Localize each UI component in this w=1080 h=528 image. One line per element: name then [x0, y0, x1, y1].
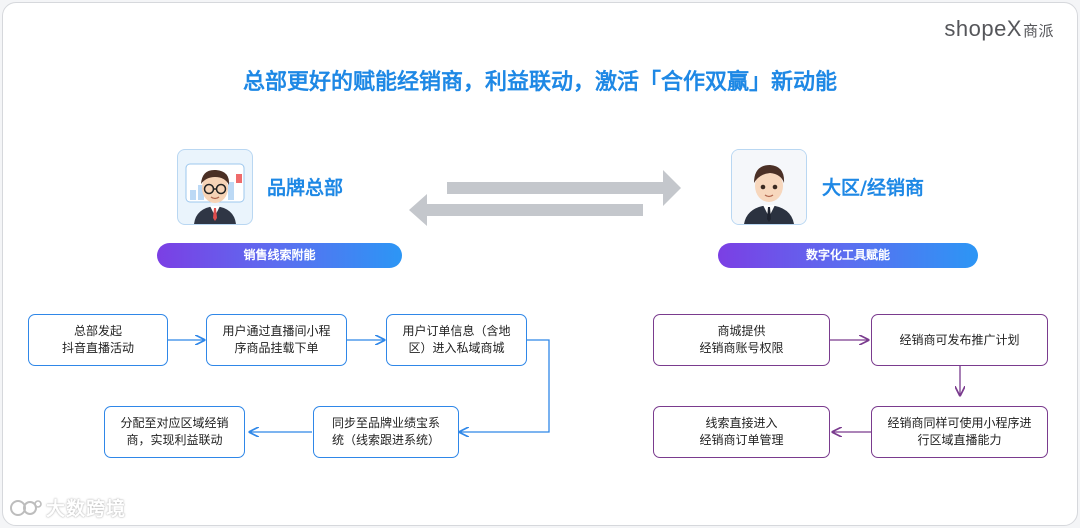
right-flow-node-4: 线索直接进入 经销商订单管理: [653, 406, 830, 458]
right-flow-node-2: 经销商可发布推广计划: [871, 314, 1048, 366]
right-flow-node-1: 商城提供 经销商账号权限: [653, 314, 830, 366]
left-flow-node-4: 同步至品牌业绩宝系 统（线索跟进系统）: [313, 406, 459, 458]
left-flow-node-3: 用户订单信息（含地 区）进入私域商城: [386, 314, 527, 366]
left-flow-node-5: 分配至对应区域经销 商，实现利益联动: [104, 406, 245, 458]
left-flow-node-1: 总部发起 抖音直播活动: [28, 314, 168, 366]
left-flow-node-2: 用户通过直播间小程 序商品挂载下单: [206, 314, 347, 366]
watermark: 大数跨境: [8, 494, 126, 521]
right-flow-node-3: 经销商同样可使用小程序进 行区域直播能力: [871, 406, 1048, 458]
watermark-logo-icon: [8, 497, 42, 519]
